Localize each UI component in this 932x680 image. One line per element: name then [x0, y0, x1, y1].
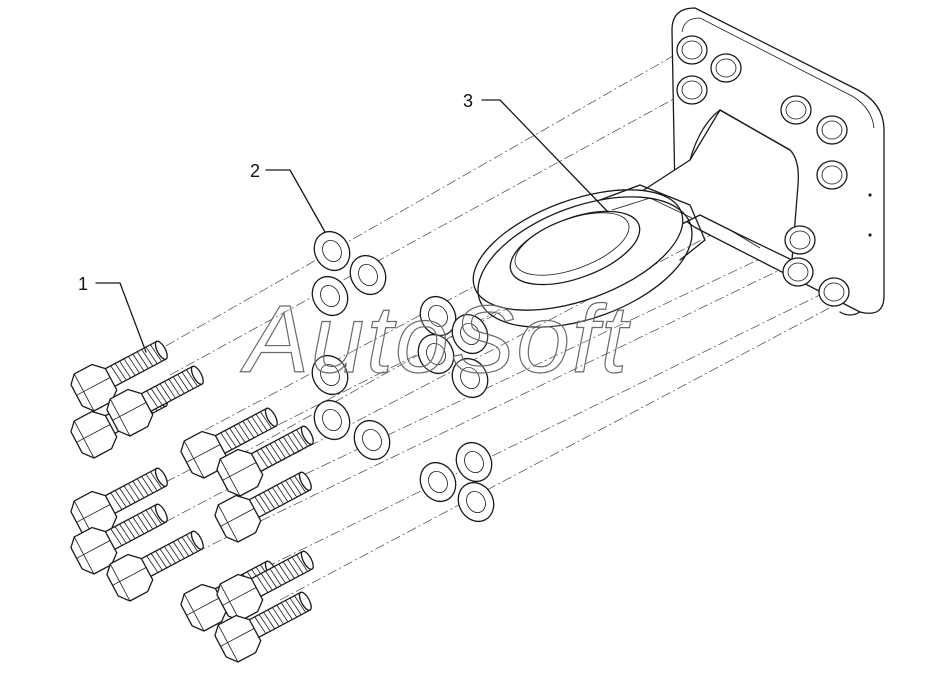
washer: [457, 481, 495, 523]
washer: [311, 354, 349, 396]
washer: [451, 313, 489, 355]
callout-1: 1: [78, 274, 147, 353]
washer: [353, 419, 391, 461]
washer: [419, 295, 457, 337]
bolt: [214, 591, 312, 663]
washer: [451, 357, 489, 399]
washer: [349, 254, 387, 296]
towing-eye: [472, 7, 885, 328]
washer: [419, 461, 457, 503]
washer: [313, 399, 351, 441]
callout-label-3: 3: [463, 91, 473, 111]
bolt: [106, 365, 204, 437]
bolt: [70, 467, 168, 539]
callout-label-1: 1: [78, 274, 88, 294]
bolt-group: [70, 340, 314, 663]
callout-3: 3: [463, 91, 609, 213]
callout-label-2: 2: [250, 161, 260, 181]
bolt: [214, 471, 312, 543]
washer: [313, 230, 351, 272]
bolt: [216, 425, 314, 497]
callout-2: 2: [250, 161, 326, 233]
washer: [417, 333, 455, 375]
watermark-text: AutoSoft: [240, 286, 631, 393]
bolt: [216, 550, 314, 622]
flange-bolt-holes: [676, 35, 850, 307]
washer: [455, 441, 493, 483]
washer-group: [311, 230, 495, 523]
washer: [311, 275, 349, 317]
bolt: [106, 530, 204, 602]
bolt: [70, 503, 168, 575]
